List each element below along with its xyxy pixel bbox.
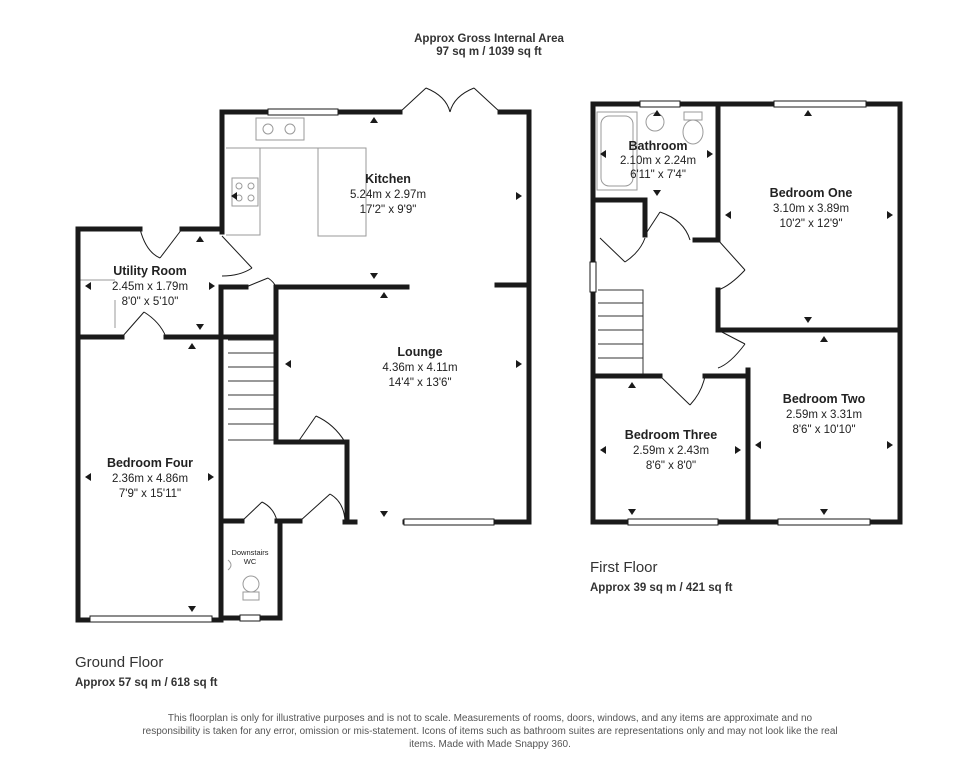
bath-icon [596,111,638,191]
room-metric-kitchen: 5.24m x 2.97m [350,189,426,201]
toilet-icon [242,575,260,593]
disclaimer-text: This floorplan is only for illustrative … [142,713,838,750]
gross-area-value: 97 sq m / 1039 sq ft [436,46,542,58]
first-floor-area: Approx 39 sq m / 421 sq ft [590,582,733,594]
room-name-kitchen: Kitchen [365,172,411,186]
room-imperial-bathroom: 6'11" x 7'4" [630,169,686,181]
window [403,518,495,526]
room-metric-bedroom-one: 3.10m x 3.89m [773,203,849,215]
room-name-utility: Utility Room [113,264,187,278]
room-imperial-utility: 8'0" x 5'10" [122,296,179,308]
room-name-lounge: Lounge [397,345,442,359]
first-dimension-arrows [600,110,893,515]
window [639,100,681,108]
wc-label-line2: WC [244,557,257,566]
room-name-bathroom: Bathroom [628,139,687,153]
room-metric-utility: 2.45m x 1.79m [112,281,188,293]
window [89,615,213,623]
room-name-bedroom-one: Bedroom One [770,186,853,200]
room-name-bedroom-three: Bedroom Three [625,428,717,442]
ground-windows [89,108,495,623]
ground-floor-plan: Kitchen 5.24m x 2.97m 17'2" x 9'9" Utili… [75,87,532,623]
room-metric-bedroom-two: 2.59m x 3.31m [786,409,862,421]
ground-walls [75,109,532,623]
hob-icon [231,177,259,207]
room-metric-bathroom: 2.10m x 2.24m [620,155,696,167]
first-floor-title: First Floor [590,559,658,576]
sink-icon [255,117,305,141]
window [267,108,339,116]
window [773,100,867,108]
first-windows [589,100,871,526]
room-name-bedroom-four: Bedroom Four [107,456,193,470]
room-metric-lounge: 4.36m x 4.11m [382,362,457,374]
room-metric-bedroom-three: 2.59m x 2.43m [633,445,709,457]
window [777,518,871,526]
ground-doors [121,87,501,522]
first-floor-plan: Bathroom 2.10m x 2.24m 6'11" x 7'4" Bedr… [589,100,903,526]
ground-stairs [228,339,275,441]
room-imperial-bedroom-four: 7'9" x 15'11" [119,488,181,500]
room-imperial-lounge: 14'4" x 13'6" [388,377,451,389]
window [627,518,719,526]
room-imperial-kitchen: 17'2" x 9'9" [360,204,417,216]
gross-area-title: Approx Gross Internal Area [414,33,564,45]
window [589,261,597,293]
ground-dimension-arrows [85,117,522,612]
room-metric-bedroom-four: 2.36m x 4.86m [112,473,188,485]
ground-floor-area: Approx 57 sq m / 618 sq ft [75,677,218,689]
room-imperial-bedroom-three: 8'6" x 8'0" [646,460,696,472]
first-doors [599,211,746,406]
wc-label-line1: Downstairs [231,548,268,557]
room-imperial-bedroom-one: 10'2" x 12'9" [779,218,842,230]
window [239,614,261,622]
ground-floor-title: Ground Floor [75,654,164,671]
room-imperial-bedroom-two: 8'6" x 10'10" [792,424,855,436]
first-stairs [598,289,644,377]
bathroom-fixtures [596,111,704,191]
room-name-bedroom-two: Bedroom Two [783,392,866,406]
